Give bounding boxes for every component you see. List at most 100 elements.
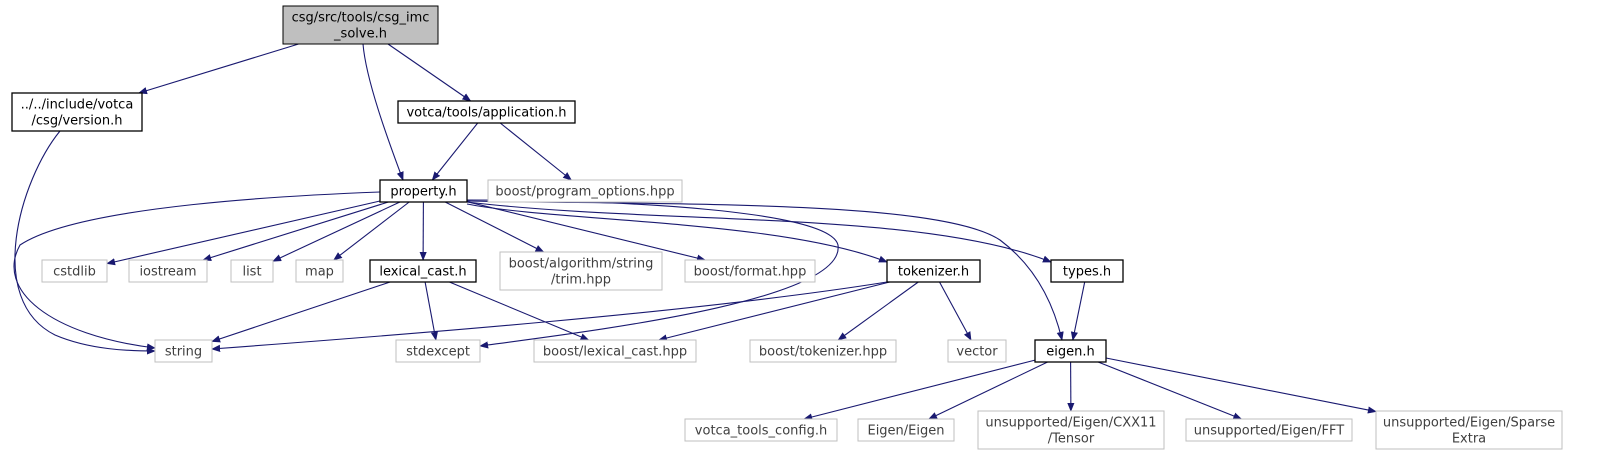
- edge-property-to-types: [466, 201, 1052, 263]
- node-eigen-eigen[interactable]: Eigen/Eigen: [857, 418, 955, 442]
- node-label: map: [305, 265, 334, 280]
- node-label: boost/algorithm/string: [509, 257, 654, 272]
- node-box: [684, 259, 816, 283]
- edge-types-to-eigen: [1070, 281, 1086, 341]
- node-label: /csg/version.h: [32, 114, 123, 129]
- node-label: ../../include/votca: [21, 98, 134, 113]
- node-box: [154, 339, 213, 363]
- node-label: _solve.h: [333, 27, 387, 42]
- node-map[interactable]: map: [295, 259, 344, 283]
- edge-lexical-cast-to-boost-lexical-cast: [449, 281, 590, 341]
- node-box: [1034, 339, 1107, 363]
- node-box: [977, 410, 1165, 450]
- node-string[interactable]: string: [154, 339, 213, 363]
- node-vector[interactable]: vector: [947, 339, 1007, 363]
- node-label: /trim.hpp: [551, 273, 611, 288]
- node-application[interactable]: votca/tools/application.h: [397, 100, 576, 124]
- node-label: boost/lexical_cast.hpp: [543, 345, 687, 360]
- node-label: tokenizer.h: [898, 265, 969, 280]
- edge-property-to-trim: [444, 201, 545, 253]
- edge-eigen-to-fft: [1097, 361, 1243, 420]
- edge-property-to-iostream: [202, 201, 389, 262]
- node-label: lexical_cast.h: [379, 265, 466, 280]
- node-label: cstdlib: [53, 265, 96, 280]
- edge-eigen-to-sparse: [1105, 357, 1377, 414]
- node-boost-tokenizer[interactable]: boost/tokenizer.hpp: [749, 339, 897, 363]
- nodes-layer: csg/src/tools/csg_imc_solve.h ../../inclu…: [11, 5, 1563, 450]
- node-box: [749, 339, 897, 363]
- node-box: [487, 179, 683, 203]
- node-box: [886, 259, 981, 283]
- node-label: unsupported/Eigen/FFT: [1194, 424, 1344, 439]
- node-label: eigen.h: [1046, 345, 1094, 360]
- edge-property-to-string: [13, 191, 381, 351]
- node-box: [947, 339, 1007, 363]
- node-label: boost/program_options.hpp: [495, 185, 674, 200]
- node-label: Eigen/Eigen: [867, 424, 944, 439]
- edge-root-to-application: [387, 43, 472, 102]
- edge-eigen-to-config: [803, 359, 1036, 421]
- node-box: [857, 418, 955, 442]
- node-stdexcept[interactable]: stdexcept: [395, 339, 481, 363]
- edges-layer: [13, 43, 1377, 421]
- edge-tokenizer-to-boost-lexical-cast: [657, 281, 890, 342]
- node-tokenizer[interactable]: tokenizer.h: [886, 259, 981, 283]
- node-version[interactable]: ../../include/votca/csg/version.h: [11, 92, 143, 132]
- node-tensor[interactable]: unsupported/Eigen/CXX11/Tensor: [977, 410, 1165, 450]
- node-box: [499, 251, 663, 291]
- edge-application-to-property: [431, 122, 479, 181]
- edge-root-to-version: [138, 43, 299, 95]
- edge-property-to-format: [466, 201, 706, 262]
- node-list[interactable]: list: [230, 259, 274, 283]
- edge-lexical-cast-to-string: [211, 281, 391, 343]
- node-box: [684, 418, 838, 442]
- node-label: votca/tools/application.h: [406, 106, 566, 121]
- node-box: [1050, 259, 1124, 283]
- node-label: list: [242, 265, 261, 280]
- node-label: iostream: [139, 265, 196, 280]
- node-lexical-cast[interactable]: lexical_cast.h: [369, 259, 477, 283]
- node-program-options[interactable]: boost/program_options.hpp: [487, 179, 683, 203]
- node-label: types.h: [1063, 265, 1111, 280]
- node-property[interactable]: property.h: [379, 179, 468, 203]
- edge-version-to-string: [14, 130, 156, 355]
- edge-application-to-program-options: [499, 122, 573, 181]
- node-box: [230, 259, 274, 283]
- node-types[interactable]: types.h: [1050, 259, 1124, 283]
- node-label: votca_tools_config.h: [695, 424, 827, 439]
- node-cstdlib[interactable]: cstdlib: [41, 259, 108, 283]
- node-box: [369, 259, 477, 283]
- node-box: [1185, 418, 1353, 442]
- edge-tokenizer-to-boost-tokenizer: [837, 281, 919, 341]
- node-label: csg/src/tools/csg_imc: [292, 11, 430, 26]
- node-iostream[interactable]: iostream: [128, 259, 208, 283]
- edge-property-to-tokenizer: [466, 203, 888, 263]
- edge-property-to-cstdlib: [106, 200, 381, 266]
- node-box: [533, 339, 697, 363]
- node-box: [397, 100, 576, 124]
- node-format[interactable]: boost/format.hpp: [684, 259, 816, 283]
- node-box: [282, 5, 439, 45]
- node-label: unsupported/Eigen/Sparse: [1383, 416, 1555, 431]
- node-root: csg/src/tools/csg_imc_solve.h: [282, 5, 439, 45]
- node-eigen[interactable]: eigen.h: [1034, 339, 1107, 363]
- edge-lexical-cast-to-stdexcept: [424, 281, 438, 341]
- edge-tokenizer-to-string: [211, 281, 888, 352]
- node-box: [395, 339, 481, 363]
- node-label: unsupported/Eigen/CXX11: [985, 416, 1156, 431]
- node-box: [1375, 410, 1563, 450]
- edge-property-to-stdexcept: [466, 199, 839, 349]
- edge-tokenizer-to-vector: [939, 281, 972, 341]
- node-trim[interactable]: boost/algorithm/string/trim.hpp: [499, 251, 663, 291]
- node-config[interactable]: votca_tools_config.h: [684, 418, 838, 442]
- edge-eigen-to-eigen-eigen: [928, 361, 1048, 420]
- edge-root-to-property: [362, 43, 404, 181]
- edge-property-to-eigen: [466, 200, 1064, 341]
- node-box: [295, 259, 344, 283]
- node-label: stdexcept: [406, 345, 470, 360]
- node-boost-lexical-cast[interactable]: boost/lexical_cast.hpp: [533, 339, 697, 363]
- node-fft[interactable]: unsupported/Eigen/FFT: [1185, 418, 1353, 442]
- node-label: property.h: [390, 185, 456, 200]
